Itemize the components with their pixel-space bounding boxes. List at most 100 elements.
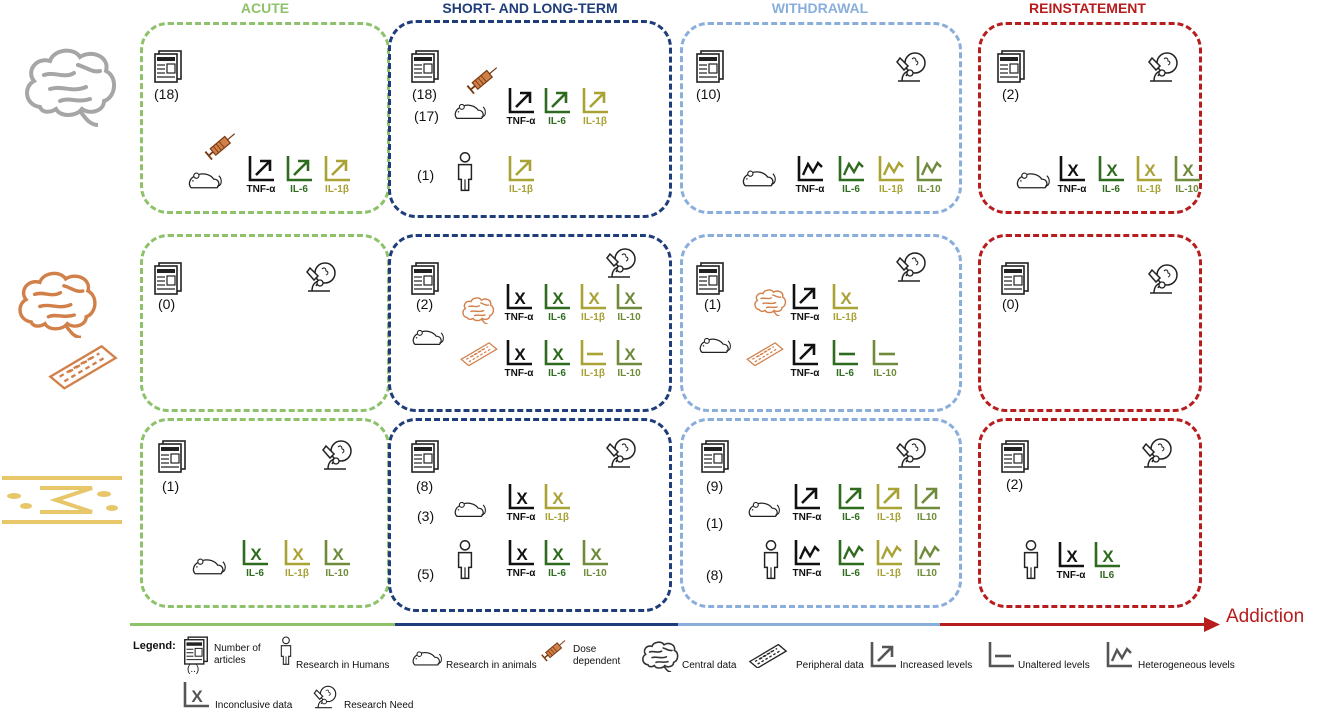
legend-title: Legend: <box>133 640 176 652</box>
legend-increased-label: Increased levels <box>900 660 973 671</box>
addiction-label: Addiction <box>1226 606 1305 627</box>
article-doc-icon <box>1000 262 1030 296</box>
article-count: (2) <box>1006 476 1024 492</box>
cytokine-label: IL-1β <box>879 184 903 195</box>
research-need-icon <box>1146 50 1180 84</box>
cytokine-x-indicator: X <box>544 284 570 310</box>
header-acute: ACUTE <box>240 0 290 16</box>
legend-articles-sub: (..) <box>187 664 200 675</box>
cytokine-x-indicator: X <box>580 284 606 310</box>
cytokine-label: TNF-α <box>792 568 822 579</box>
cytokine-label: IL-6 <box>842 512 860 523</box>
cytokine-label: IL-1β <box>1137 184 1161 195</box>
vessel-icon-peripheral-orange <box>48 330 118 400</box>
svg-text:X: X <box>1144 161 1156 180</box>
svg-text:X: X <box>514 345 526 364</box>
brain-central-icon <box>460 296 496 324</box>
cytokine-label: IL-1β <box>877 512 901 523</box>
article-doc-icon <box>695 50 725 84</box>
cytokine-het-indicator <box>876 540 902 566</box>
cytokine-label: IL-1β <box>545 512 569 523</box>
syringe-dose-icon <box>465 62 503 96</box>
research-need-icon <box>320 438 354 472</box>
legend-syringe-icon <box>540 636 570 663</box>
mouse-icon <box>452 498 488 520</box>
research-need-icon <box>1140 436 1174 470</box>
box-withdrawal-row2 <box>680 234 962 412</box>
cytokine-label: IL10 <box>916 568 937 579</box>
article-doc-icon <box>700 440 730 474</box>
timeline-segment-acute <box>130 623 395 626</box>
legend-research-need-icon <box>312 684 338 710</box>
article-doc-icon <box>695 262 725 296</box>
brain-icon-central-orange <box>14 268 100 338</box>
svg-text:X: X <box>292 545 304 564</box>
cytokine-x-indicator: X <box>242 540 268 566</box>
cytokine-label: IL-6 <box>842 568 860 579</box>
header-reinstatement: REINSTATEMENT <box>1029 0 1146 16</box>
legend-humans-label: Research in Humans <box>296 660 390 671</box>
research-need-icon <box>1146 262 1180 296</box>
cytokine-x-indicator: X <box>1098 156 1124 182</box>
svg-text:X: X <box>588 289 600 308</box>
svg-text:X: X <box>1066 547 1078 566</box>
cytokine-label: IL-1β <box>325 184 349 195</box>
cytokine-label: TNF-α <box>1057 184 1087 195</box>
cytokine-label: IL-1β <box>581 312 605 323</box>
article-doc-icon <box>153 262 183 296</box>
research-need-icon <box>894 436 928 470</box>
brain-icon-central-gray <box>20 40 120 130</box>
legend-heterogeneous-label: Heterogeneous levels <box>1138 660 1235 671</box>
cytokine-label: TNF-α <box>246 184 276 195</box>
cytokine-x-indicator: X <box>582 540 608 566</box>
timeline-segment-reinstatement <box>940 623 1208 626</box>
legend-unaltered-icon <box>988 642 1014 668</box>
svg-text:X: X <box>840 289 852 308</box>
cytokine-label: IL-6 <box>548 568 566 579</box>
cytokine-het-indicator <box>916 156 942 182</box>
cytokine-x-indicator: X <box>544 540 570 566</box>
cytokine-het-indicator <box>838 156 864 182</box>
research-need-icon <box>304 260 338 294</box>
cytokine-un-indicator <box>872 340 898 366</box>
legend-inconclusive-icon: X <box>183 682 209 708</box>
cytokine-label: IL-6 <box>548 312 566 323</box>
svg-text:X: X <box>250 545 262 564</box>
cytokine-x-indicator: X <box>324 540 350 566</box>
article-count: (18) <box>154 86 179 102</box>
legend-articles-icon <box>183 636 209 666</box>
cytokine-label: IL-10 <box>917 184 941 195</box>
article-count: (8) <box>706 567 724 583</box>
cytokine-label: IL-6 <box>246 568 264 579</box>
research-need-icon <box>894 50 928 84</box>
cytokine-label: TNF-α <box>792 512 822 523</box>
cytokine-inc-indicator <box>508 88 534 114</box>
mouse-icon <box>186 168 224 192</box>
legend-animals-label: Research in animals <box>446 660 537 671</box>
mouse-icon <box>410 326 446 348</box>
mouse-icon <box>452 100 488 122</box>
vessel-peripheral-icon <box>460 340 498 366</box>
research-need-icon <box>604 436 638 470</box>
article-doc-icon <box>996 50 1026 84</box>
svg-text:X: X <box>624 289 636 308</box>
cytokine-un-indicator <box>580 340 606 366</box>
cytokine-label: TNF-α <box>506 568 536 579</box>
cytokine-inc-indicator <box>324 156 350 182</box>
cytokine-label: IL-10 <box>617 312 641 323</box>
mouse-icon <box>190 554 228 578</box>
cytokine-inc-indicator <box>792 284 818 310</box>
cytokine-label: IL-10 <box>325 568 349 579</box>
human-icon <box>454 538 476 582</box>
cytokine-x-indicator: X <box>1058 542 1084 568</box>
legend-articles-label: Number of articles <box>214 643 261 666</box>
article-count: (18) <box>412 86 437 102</box>
cytokine-inc-indicator <box>914 484 940 510</box>
article-count: (5) <box>417 566 435 582</box>
svg-text:X: X <box>1106 161 1118 180</box>
timeline-segment-withdrawal <box>678 623 940 626</box>
header-short-long-term: SHORT- AND LONG-TERM <box>442 0 618 16</box>
cytokine-x-indicator: X <box>544 340 570 366</box>
cytokine-x-indicator: X <box>508 540 534 566</box>
cytokine-inc-indicator <box>838 484 864 510</box>
